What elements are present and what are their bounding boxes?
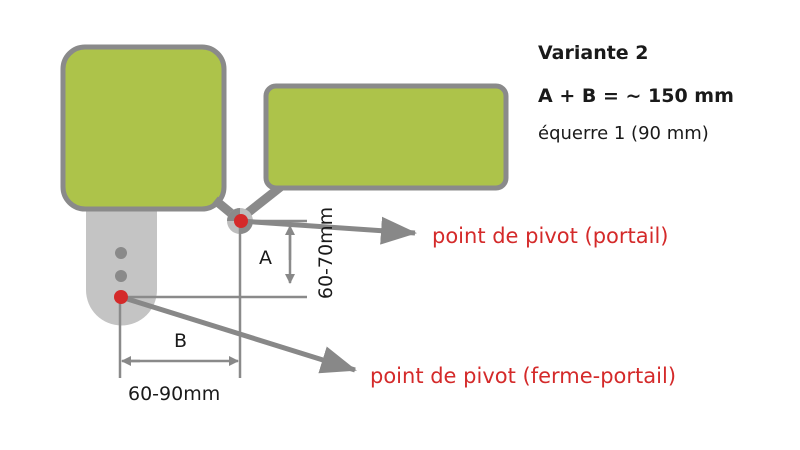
bracket-note: équerre 1 (90 mm): [538, 123, 709, 144]
variant-title: Variante 2: [538, 42, 649, 64]
hole-2: [115, 270, 127, 282]
post: [86, 205, 157, 326]
gate-leaf: [263, 83, 509, 191]
arrow-pivot-closer: [120, 294, 357, 374]
pivot-gate-dot: [234, 214, 248, 228]
dim-vertical: 60-70mm: [315, 206, 337, 300]
formula: A + B = ~ 150 mm: [538, 85, 734, 107]
pivot-closer-label: point de pivot (ferme-portail): [370, 364, 677, 388]
pillar-block: [60, 44, 227, 212]
pivot-closer-dot: [114, 290, 128, 304]
pivot-gate-label: point de pivot (portail): [432, 224, 669, 248]
dimension-lines: [118, 219, 307, 378]
arrow-pivot-gate: [239, 216, 417, 245]
label-a: A: [259, 247, 272, 269]
hole-1: [115, 247, 127, 259]
label-b: B: [174, 330, 188, 352]
dim-horizontal: 60-90mm: [128, 383, 221, 405]
